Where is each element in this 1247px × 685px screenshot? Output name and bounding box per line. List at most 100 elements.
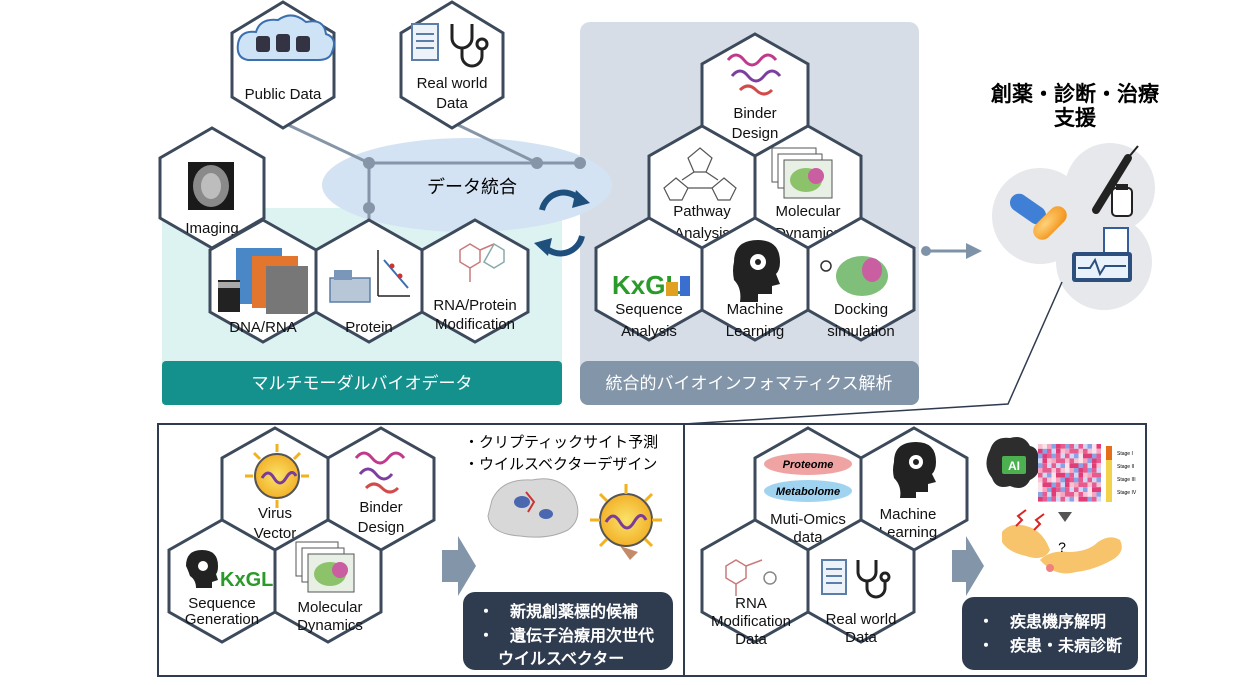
molecular-dynamics-line1: Molecular xyxy=(775,203,840,220)
heatmap-cell xyxy=(1074,444,1079,449)
organ-illustration xyxy=(1002,509,1122,574)
multimodal-label: マルチモーダルバイオデータ xyxy=(252,373,473,393)
bl-virus-large-icon xyxy=(590,484,662,560)
heatmap-cell xyxy=(1069,482,1074,488)
md-stack-icon xyxy=(771,147,833,199)
hex-public-data: Public Data xyxy=(230,0,336,130)
heatmap-cell xyxy=(1078,453,1083,459)
heatmap-cell xyxy=(1056,448,1061,454)
protein-helix-icon xyxy=(354,451,406,494)
heatmap-cell xyxy=(1096,482,1101,488)
data-integration-label: データ統合 xyxy=(427,177,517,197)
heatmap-cell xyxy=(1042,477,1047,483)
heatmap-cell xyxy=(1047,492,1052,497)
heatmap-cell xyxy=(1078,472,1083,478)
bl-result-box xyxy=(463,592,673,670)
protein-label: Protein xyxy=(345,319,393,336)
heatmap-cell xyxy=(1065,482,1070,488)
heatmap-cell xyxy=(1038,472,1043,478)
heatmap-cell xyxy=(1087,492,1092,497)
heatmap-cell xyxy=(1060,444,1065,449)
heatmap-cell xyxy=(1060,468,1065,473)
heatmap-cell xyxy=(1065,496,1070,502)
heatmap-cell xyxy=(1047,472,1052,478)
heatmap-cell xyxy=(1069,477,1074,483)
machine-learning-line2: Learning xyxy=(726,323,784,340)
heatmap-cell xyxy=(1060,453,1065,459)
stethoscope-icon xyxy=(856,560,891,599)
heatmap-cell xyxy=(1083,468,1088,473)
heatmap-cell xyxy=(1087,463,1092,468)
heatmap-cell xyxy=(1047,458,1052,464)
heatmap-cell xyxy=(1038,496,1043,502)
heatmap-cell xyxy=(1056,496,1061,502)
heatmap-cell xyxy=(1056,482,1061,488)
heatmap-cell xyxy=(1069,472,1074,478)
heatmap-cell xyxy=(1060,496,1065,502)
heatmap-cell xyxy=(1042,482,1047,488)
heatmap-cell xyxy=(1051,482,1056,488)
sequence-analysis-line1: Sequence xyxy=(615,301,683,318)
heatmap-cell xyxy=(1078,458,1083,464)
bl-md-line1: Molecular xyxy=(297,599,362,616)
heatmap-cell xyxy=(1096,492,1101,497)
stage-label-4: Stage IV xyxy=(1117,490,1137,496)
heatmap-cell xyxy=(1051,468,1056,473)
pathway-analysis-line2: Analysis xyxy=(674,225,730,242)
binder-design-line2: Design xyxy=(732,125,779,142)
heatmap-cell xyxy=(1056,472,1061,478)
heatmap-cell xyxy=(1042,463,1047,468)
hex-binder-design: Binder Design xyxy=(700,32,810,158)
heatmap-cell xyxy=(1060,458,1065,464)
heatmap-cell xyxy=(1092,468,1097,473)
zoom-connector-line xyxy=(683,281,1063,425)
heatmap-cell xyxy=(1051,496,1056,502)
head-gear-icon xyxy=(893,442,936,498)
heatmap-cell xyxy=(1092,482,1097,488)
rna-mod-line2: Modification xyxy=(711,613,791,630)
heatmap-cell xyxy=(1047,453,1052,459)
head-gear-icon xyxy=(186,550,218,588)
heatmap-cell xyxy=(1065,458,1070,464)
heatmap-cell xyxy=(1051,472,1056,478)
heatmap-cell xyxy=(1087,448,1092,454)
cycle-arrowhead-icon xyxy=(534,238,552,256)
hex-rna-protein-mod: RNA/Protein Modification xyxy=(420,218,530,344)
heatmap-cell xyxy=(1060,482,1065,488)
heatmap-cell xyxy=(1056,468,1061,473)
heatmap-cell xyxy=(1092,477,1097,483)
real-world-line1: Real world xyxy=(417,75,488,92)
bl-md-line2: Dynamics xyxy=(297,617,363,634)
br-real-world-line1: Real world xyxy=(826,611,897,628)
heatmap-cell xyxy=(1092,448,1097,454)
docking-line1: Docking xyxy=(834,301,888,318)
heatmap-cell xyxy=(1069,496,1074,502)
br-result-line1: ・ 疾患機序解明 xyxy=(978,612,1106,631)
proteome-pill xyxy=(764,453,852,475)
heatmap-cell xyxy=(1042,468,1047,473)
molecule-structure-icon xyxy=(459,242,505,282)
heatmap-cell xyxy=(1065,463,1070,468)
rna-protein-mod-line1: RNA/Protein xyxy=(433,297,516,314)
bl-bullet-1: ・クリプティックサイト予測 xyxy=(464,434,658,451)
heatmap-cell xyxy=(1096,487,1101,492)
heatmap-cell xyxy=(1069,487,1074,492)
heatmap-cell xyxy=(1083,458,1088,464)
heatmap-cell xyxy=(1078,463,1083,468)
heatmap-cell xyxy=(1056,453,1061,459)
heatmap-cell xyxy=(1042,444,1047,449)
heatmap-cell xyxy=(1096,453,1101,459)
heatmap-cell xyxy=(1051,487,1056,492)
heatmap-cell xyxy=(1069,448,1074,454)
br-right-arrow xyxy=(952,536,984,596)
document-icon xyxy=(821,559,847,595)
heatmap-cell xyxy=(1042,472,1047,478)
metabolome-pill xyxy=(764,480,852,502)
heatmap-cell xyxy=(1060,463,1065,468)
document-icon xyxy=(411,23,439,61)
heatmap-cell xyxy=(1056,458,1061,464)
heatmap-cell xyxy=(1038,468,1043,473)
public-data-label: Public Data xyxy=(245,86,322,103)
heatmap-cell xyxy=(1069,492,1074,497)
heatmap-cell xyxy=(1083,492,1088,497)
